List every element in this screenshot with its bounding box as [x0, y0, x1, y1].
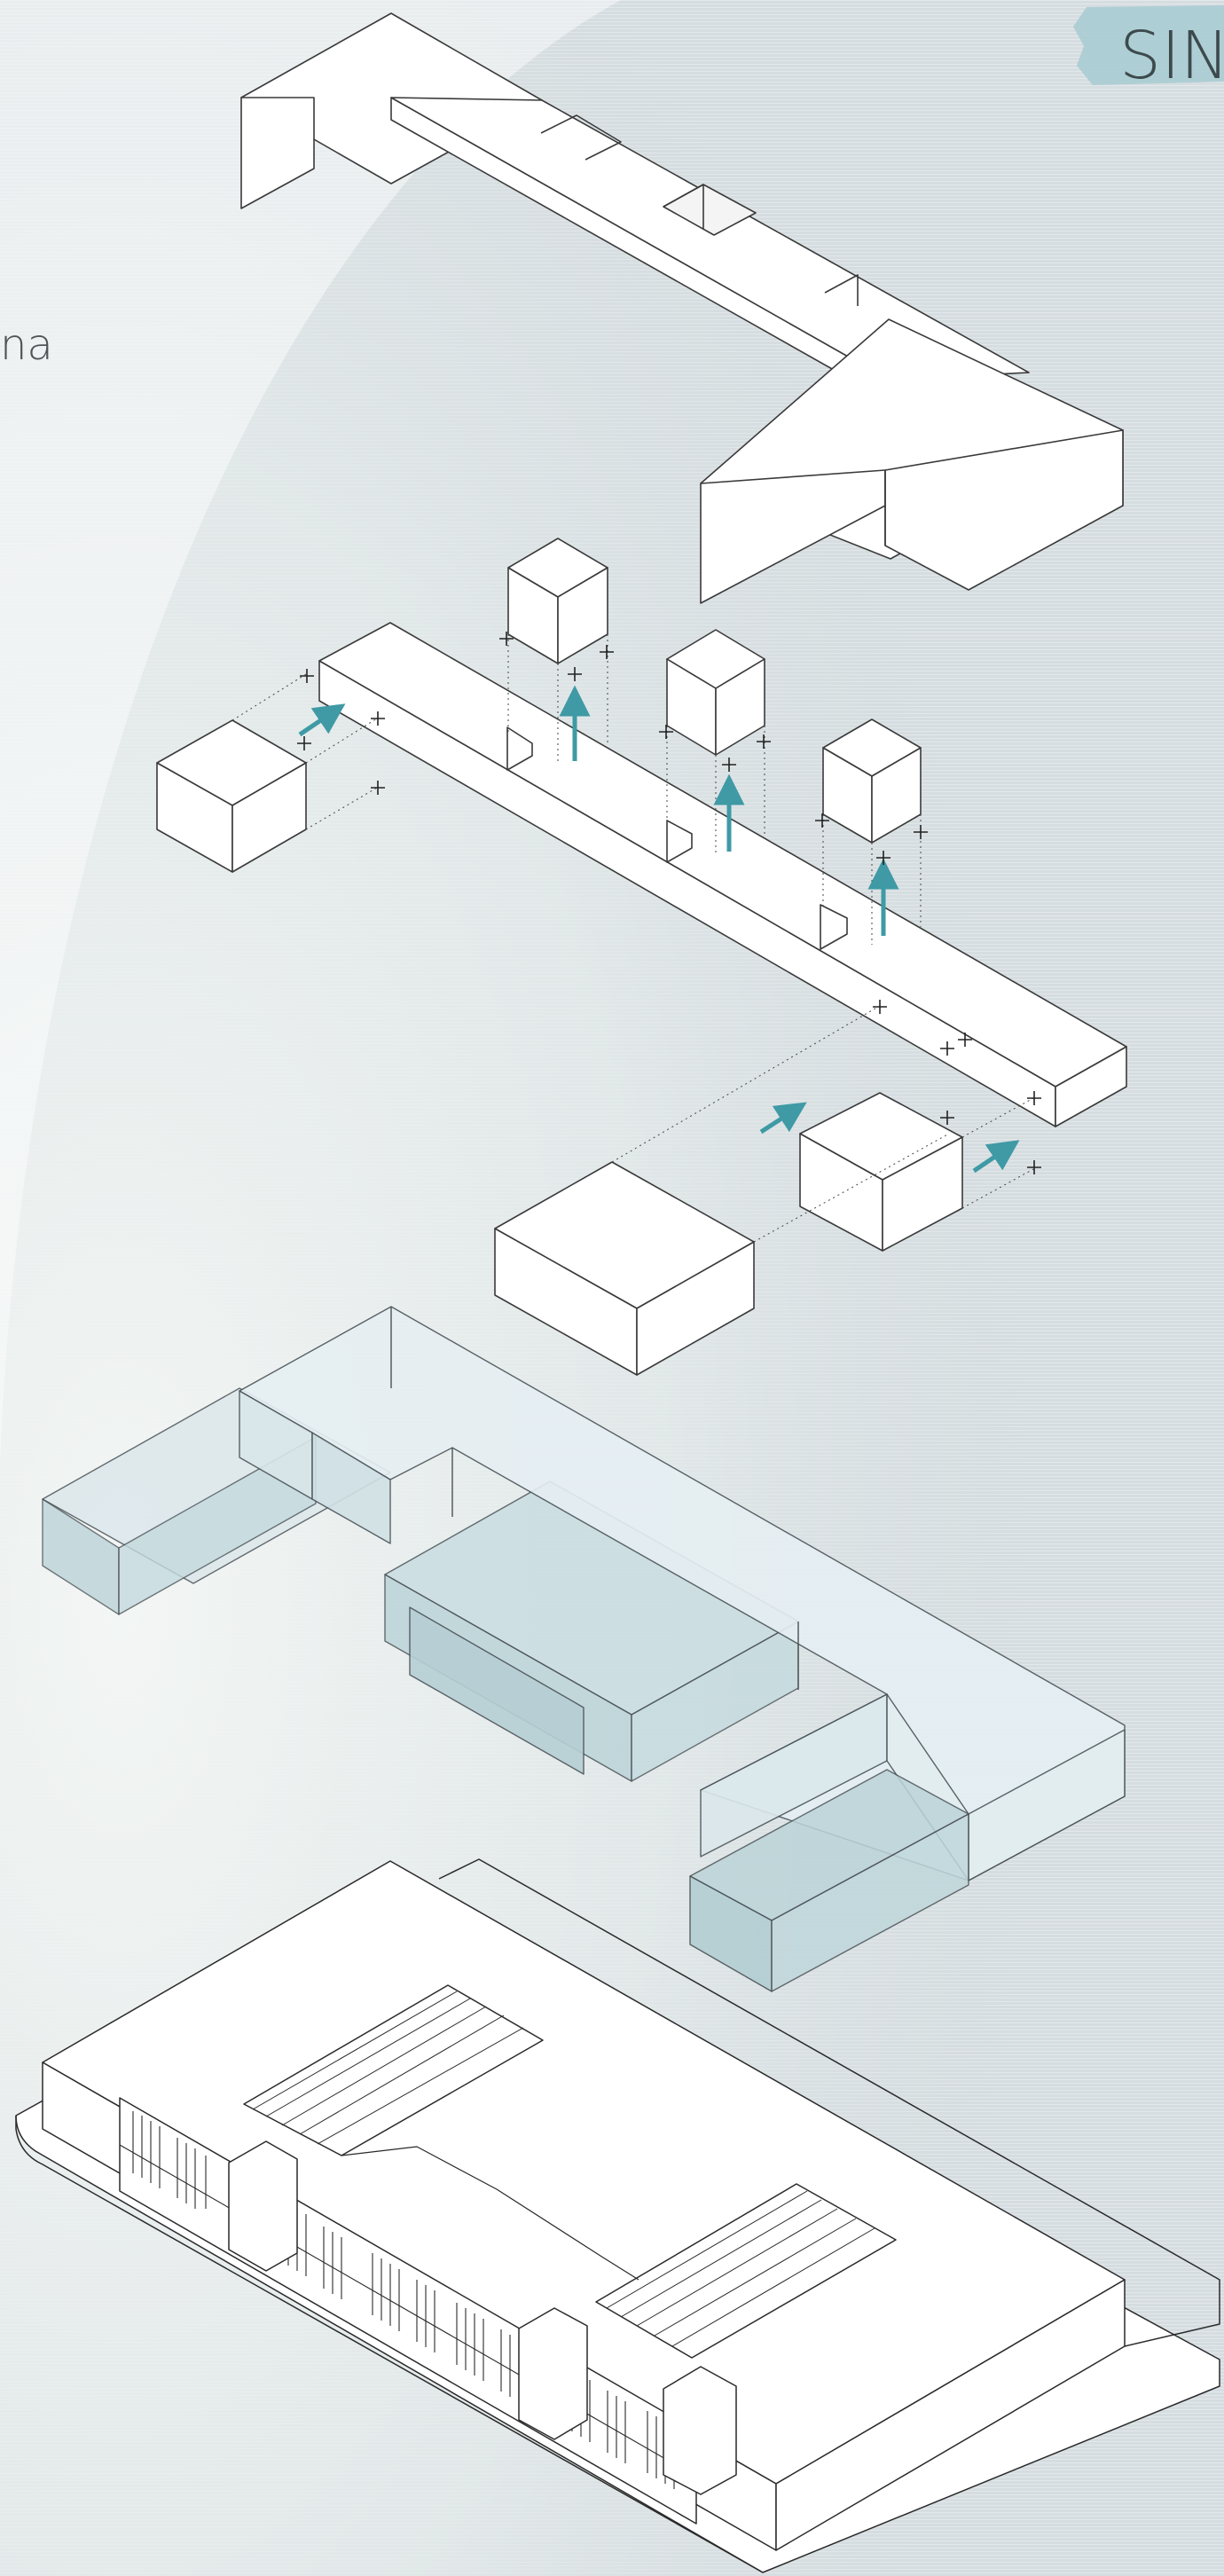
module-block-long: [494, 1161, 755, 1376]
massing-step-1: [240, 12, 1124, 604]
arrow-icon: [298, 685, 1020, 1174]
plus-marker-icon: [297, 632, 1041, 1174]
module-cube-left: [156, 719, 307, 873]
title-text: SIN: [1119, 18, 1224, 94]
massing-step-4: [15, 1858, 1220, 2573]
roof-vault-1: [243, 1984, 544, 2156]
module-cube-2: [666, 629, 765, 756]
massing-step-2: [156, 538, 1127, 1376]
module-block-cube: [799, 1092, 963, 1252]
title-tag: SIN: [1073, 5, 1224, 94]
module-cube-3: [822, 719, 922, 844]
side-text: na: [0, 320, 53, 370]
massing-step-3: [42, 1306, 1126, 1992]
module-cube-1: [507, 538, 608, 664]
roof-vault-2: [595, 2183, 897, 2359]
